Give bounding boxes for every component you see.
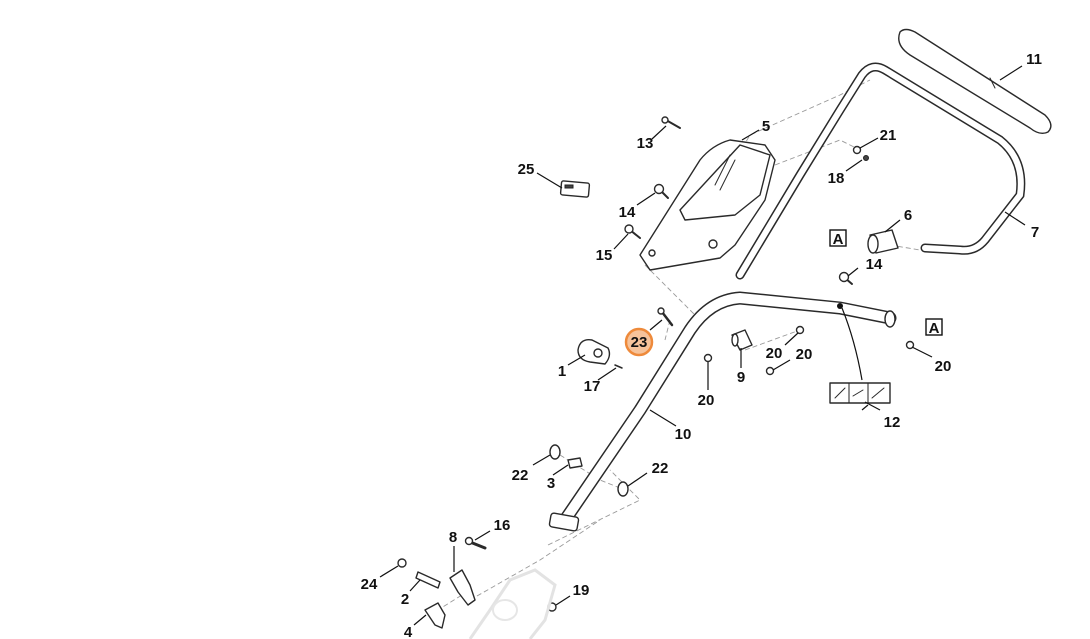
callout-1[interactable]: 1 (558, 363, 566, 380)
callout-24[interactable]: 24 (361, 576, 378, 593)
upper-handle (735, 62, 1026, 280)
callout-8[interactable]: 8 (449, 529, 457, 546)
wing-nut-4 (424, 602, 446, 629)
callout-23[interactable]: 23 (631, 334, 648, 351)
callout-5[interactable]: 5 (762, 118, 770, 135)
callout-20-a[interactable]: 20 (766, 345, 783, 362)
washer-22-b (617, 481, 629, 497)
label-25 (559, 180, 591, 198)
pin-2 (415, 571, 441, 589)
sleeve-6 (867, 229, 899, 254)
callout-11[interactable]: 11 (1026, 51, 1042, 68)
nut-20-d (905, 340, 915, 350)
lever-8 (449, 569, 476, 606)
screw-17 (614, 364, 623, 369)
label-12 (829, 382, 891, 404)
callout-10[interactable]: 10 (675, 426, 692, 443)
clamp-lever-1 (577, 339, 611, 365)
nut-21 (852, 145, 862, 155)
reference-label-a: A (929, 320, 940, 337)
callout-6[interactable]: 6 (904, 207, 912, 224)
washer-22-a (549, 444, 561, 460)
screw-16 (464, 536, 487, 550)
callout-2[interactable]: 2 (401, 591, 409, 608)
callout-18[interactable]: 18 (828, 170, 845, 187)
bushing-9 (731, 329, 753, 351)
screw-14-lower (838, 271, 853, 285)
callout-17[interactable]: 17 (584, 378, 601, 395)
screw-23 (657, 307, 674, 327)
callout-7[interactable]: 7 (1031, 224, 1039, 241)
reference-label-a: A (833, 231, 844, 248)
nut-20-a (795, 325, 805, 335)
nut-18 (863, 155, 869, 161)
callout-20-d[interactable]: 20 (935, 358, 952, 375)
handle-grip (898, 28, 1052, 135)
screw-14-upper (653, 183, 669, 199)
callout-22-b[interactable]: 22 (652, 460, 669, 477)
callout-16[interactable]: 16 (494, 517, 511, 534)
callout-14-upper[interactable]: 14 (619, 204, 636, 221)
callout-3[interactable]: 3 (547, 475, 555, 492)
callout-13[interactable]: 13 (637, 135, 654, 152)
screw-15 (624, 224, 641, 239)
callout-19[interactable]: 19 (573, 582, 590, 599)
callout-12[interactable]: 12 (884, 414, 901, 431)
callout-21[interactable]: 21 (880, 127, 897, 144)
callout-4[interactable]: 4 (404, 624, 413, 639)
nut-20-b (765, 366, 775, 376)
screw-13 (661, 116, 681, 129)
nut-24 (397, 558, 407, 568)
reference-box-a-1: A (829, 229, 847, 248)
callout-9[interactable]: 9 (737, 369, 745, 386)
deck-housing (468, 568, 557, 639)
callout-25[interactable]: 25 (518, 161, 535, 178)
lower-handle (548, 291, 897, 532)
callout-14-lower[interactable]: 14 (866, 256, 883, 273)
callout-15[interactable]: 15 (596, 247, 613, 264)
highlight-circle-23 (624, 327, 654, 357)
nut-20-c (703, 353, 713, 363)
pin-3 (567, 457, 583, 469)
cover (639, 139, 776, 271)
reference-box-a-2: A (925, 318, 943, 337)
leader-lines (379, 65, 1026, 626)
callout-labels: 11 5 13 21 18 25 14 7 6 15 14 23 1 17 9 … (361, 51, 1042, 639)
callout-22-a[interactable]: 22 (512, 467, 529, 484)
callout-20-c[interactable]: 20 (698, 392, 715, 409)
callout-20-b[interactable]: 20 (796, 346, 813, 363)
